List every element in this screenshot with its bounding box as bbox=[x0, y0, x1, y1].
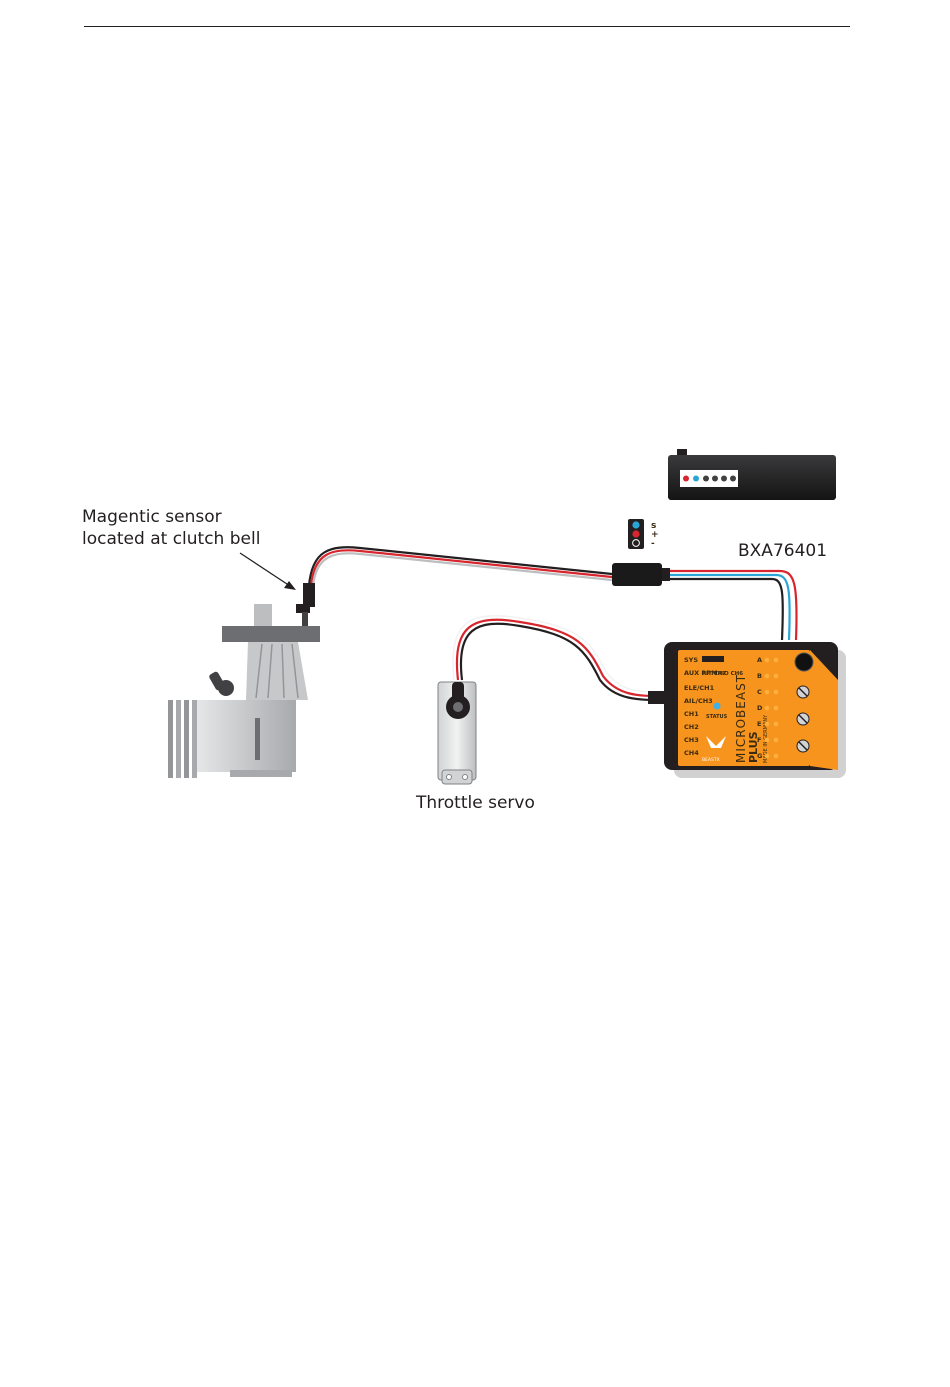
servo-cable bbox=[453, 616, 666, 704]
mb-led-label: D bbox=[757, 704, 763, 712]
mb-trim-pots bbox=[797, 686, 809, 752]
mb-maker: BEASTX bbox=[702, 757, 720, 763]
magnetic-sensor bbox=[296, 583, 315, 626]
mb-port-label: CH1 bbox=[684, 710, 699, 718]
pin-legend-minus: - bbox=[651, 539, 655, 549]
receiver-pin-blue bbox=[693, 476, 699, 482]
adapter-bxa76401 bbox=[612, 563, 670, 586]
mb-brand: MICROBEAST bbox=[734, 674, 748, 763]
sensor-pointer-arrow bbox=[240, 553, 296, 590]
mb-led-label: C bbox=[757, 688, 762, 696]
mb-port-label: CH3 bbox=[684, 736, 699, 744]
receiver bbox=[668, 449, 836, 500]
clutch-bell bbox=[222, 626, 320, 642]
mb-port-label: CH2 bbox=[684, 723, 699, 731]
microbeast-plus-unit: SYS AUX RPM ELE/CH1 AIL/CH3 CH1 CH2 CH3 … bbox=[664, 642, 846, 778]
pin-legend: s + - bbox=[628, 519, 659, 549]
mb-port-label: ELE/CH1 bbox=[684, 684, 715, 692]
mb-led-label: A bbox=[757, 656, 762, 664]
microbeast-button bbox=[795, 653, 813, 671]
mb-led-label: G bbox=[757, 752, 762, 760]
mb-port-label: AIL/CH3 bbox=[684, 697, 713, 705]
throttle-servo bbox=[438, 682, 476, 784]
receiver-pin-red bbox=[683, 476, 689, 482]
mb-led-label: F bbox=[757, 736, 761, 744]
status-led bbox=[714, 703, 721, 710]
sensor-cable bbox=[309, 547, 612, 586]
mb-led-label: E bbox=[757, 720, 761, 728]
mb-port-label: CH4 bbox=[684, 749, 699, 757]
adapter-cable bbox=[670, 571, 797, 640]
mb-status-label: STATUS bbox=[706, 714, 728, 720]
mb-port-label: SYS bbox=[684, 656, 698, 664]
mb-led-label: B bbox=[757, 672, 762, 680]
engine bbox=[168, 604, 320, 778]
